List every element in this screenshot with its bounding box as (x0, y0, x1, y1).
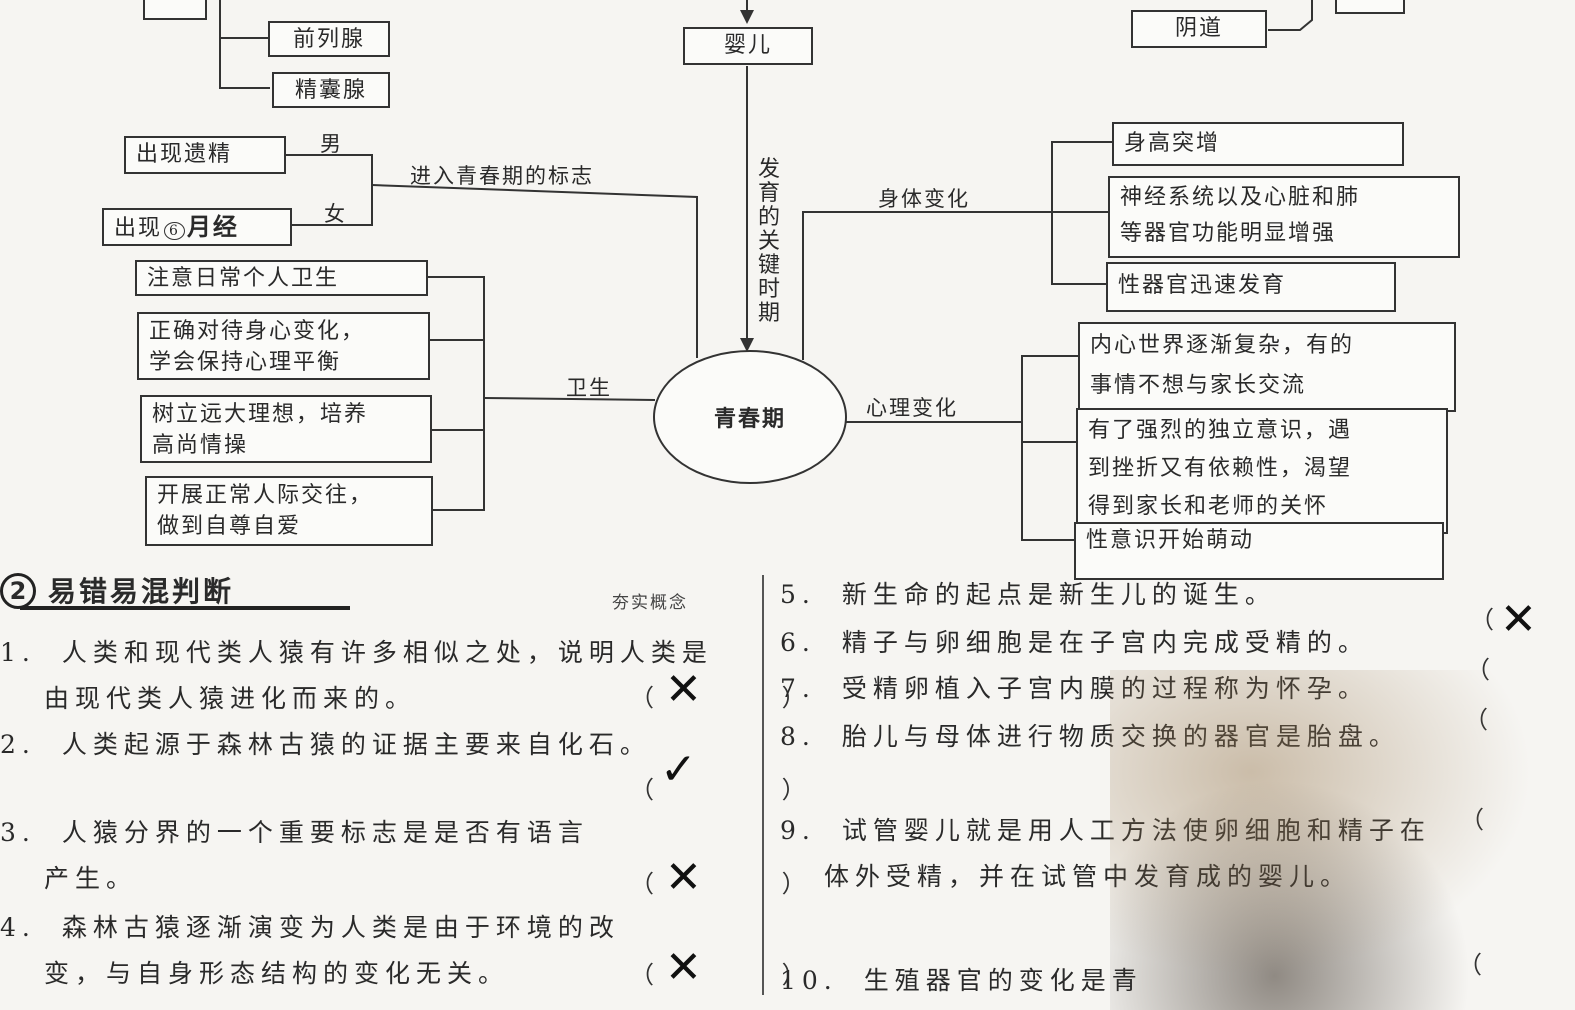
question-number: 5. (780, 580, 830, 609)
question-number: 8. (780, 722, 830, 751)
cross-mark: ✕ (665, 664, 702, 715)
answer-parentheses: （ ） (630, 870, 866, 898)
hygiene-item-3: 树立远大理想，培养 高尚情操 (140, 395, 432, 463)
question-text: 生殖器官的变化是青 (863, 966, 1143, 995)
answer-parentheses: （ (1470, 606, 1554, 634)
psychological-change-item-3: 性意识开始萌动 (1074, 522, 1444, 580)
section-title: 易错易混判断 (48, 575, 235, 608)
answer-parentheses: （ ） (630, 961, 866, 989)
physical-change-item-3: 性器官迅速发育 (1106, 262, 1396, 312)
psychological-change-item-1: 内心世界逐渐复杂，有的 事情不想与家长交流 (1078, 322, 1456, 412)
question-number: 7. (780, 674, 830, 703)
answer-parentheses: （ (1466, 656, 1550, 684)
question-text: 胎儿与母体进行物质交换的器官是胎盘。 (841, 722, 1400, 751)
left-question-1: 1. 人类和现代类人猿有许多相似之处，说明人类是 (0, 630, 713, 676)
female-label: 女 (324, 202, 347, 226)
top-left-partial-box (143, 0, 207, 20)
hygiene-item-4: 开展正常人际交往， 做到自尊自爱 (145, 476, 433, 546)
question-text-continued: 产生。 (44, 864, 138, 893)
physical-change-item-2: 神经系统以及心脏和肺 等器官功能明显增强 (1108, 176, 1460, 258)
question-text: 精子与卵细胞是在子宫内完成受精的。 (841, 628, 1369, 657)
hygiene-item-2: 正确对待身心变化， 学会保持心理平衡 (137, 312, 430, 380)
puberty-sign-label: 进入青春期的标志 (410, 164, 594, 188)
psychological-change-item-2: 有了强烈的独立意识，遇 到挫折又有依赖性，渴望 得到家长和老师的关怀 (1076, 408, 1448, 534)
puberty-center-node: 青春期 (653, 350, 847, 484)
physical-changes-label: 身体变化 (878, 187, 970, 211)
key-period-label: 发育的关键时期 (757, 157, 780, 326)
question-text: 新生命的起点是新生儿的诞生。 (841, 580, 1276, 609)
handwritten-answer: 月经 (186, 213, 239, 241)
answer-parentheses: （ ） (630, 684, 866, 712)
psychological-changes-label: 心理变化 (866, 396, 958, 420)
question-text-continued: 由现代类人猿进化而来的。 (44, 684, 417, 713)
question-number: 4. (0, 913, 50, 942)
prostate-box: 前列腺 (268, 21, 390, 57)
answer-parentheses: （ (1464, 706, 1548, 734)
menstruation-prefix: 出现 (114, 216, 163, 241)
vagina-box: 阴道 (1131, 10, 1267, 48)
answer-parentheses: （ (1458, 951, 1542, 979)
answer-parentheses: （ ） (630, 776, 866, 804)
right-question-3: 7. 受精卵植入子宫内膜的过程称为怀孕。 (780, 666, 1369, 712)
cross-mark: ✕ (665, 852, 702, 903)
section-title-underline (20, 606, 350, 610)
circled-number: 6 (164, 222, 185, 240)
question-text-continued: 体外受精，并在试管中发育成的婴儿。 (824, 862, 1352, 891)
question-text: 人类起源于森林古猿的证据主要来自化石。 (61, 730, 651, 759)
cross-mark: ✕ (1500, 594, 1537, 645)
section-tag: 夯实概念 (612, 593, 688, 613)
physical-change-item-1: 身高突增 (1112, 122, 1404, 166)
question-text: 人猿分界的一个重要标志是是否有语言 (61, 818, 589, 847)
cross-mark: ✕ (665, 942, 702, 993)
check-mark: ✓ (660, 744, 697, 795)
infant-box: 婴儿 (683, 27, 813, 65)
question-text: 森林古猿逐渐演变为人类是由于环境的改 (61, 913, 620, 942)
right-question-5: 9. 试管婴儿就是用人工方法使卵细胞和精子在 (780, 808, 1431, 854)
male-label: 男 (320, 132, 343, 156)
question-number: 2. (0, 730, 50, 759)
question-text: 人类和现代类人猿有许多相似之处，说明人类是 (61, 638, 713, 667)
right-question-1: 5. 新生命的起点是新生儿的诞生。 (780, 572, 1276, 618)
question-text: 试管婴儿就是用人工方法使卵细胞和精子在 (841, 816, 1431, 845)
answer-parentheses: （ (1460, 806, 1544, 834)
left-question-2: 2. 人类起源于森林古猿的证据主要来自化石。 (0, 722, 651, 768)
question-text-continued: 变，与自身形态结构的变化无关。 (44, 959, 510, 988)
seminal-vesicle-box: 精囊腺 (272, 72, 390, 108)
question-number: 9. (780, 816, 830, 845)
question-number: 1. (0, 638, 50, 667)
question-number: 6. (780, 628, 830, 657)
top-right-partial-box (1335, 0, 1405, 14)
hygiene-label: 卫生 (566, 376, 612, 400)
nocturnal-emission-box: 出现遗精 (124, 136, 286, 174)
hygiene-item-1: 注意日常个人卫生 (135, 260, 428, 296)
question-number: 3. (0, 818, 50, 847)
section-number-badge: 2 (0, 573, 36, 609)
question-number: 10. (780, 966, 852, 995)
right-question-2: 6. 精子与卵细胞是在子宫内完成受精的。 (780, 620, 1369, 666)
right-question-6: 10. 生殖器官的变化是青 (780, 958, 1143, 1004)
left-question-4: 4. 森林古猿逐渐演变为人类是由于环境的改 (0, 905, 620, 951)
right-question-4: 8. 胎儿与母体进行物质交换的器官是胎盘。 (780, 714, 1400, 760)
left-question-3: 3. 人猿分界的一个重要标志是是否有语言 (0, 810, 589, 856)
question-text: 受精卵植入子宫内膜的过程称为怀孕。 (841, 674, 1369, 703)
column-divider (762, 575, 764, 995)
